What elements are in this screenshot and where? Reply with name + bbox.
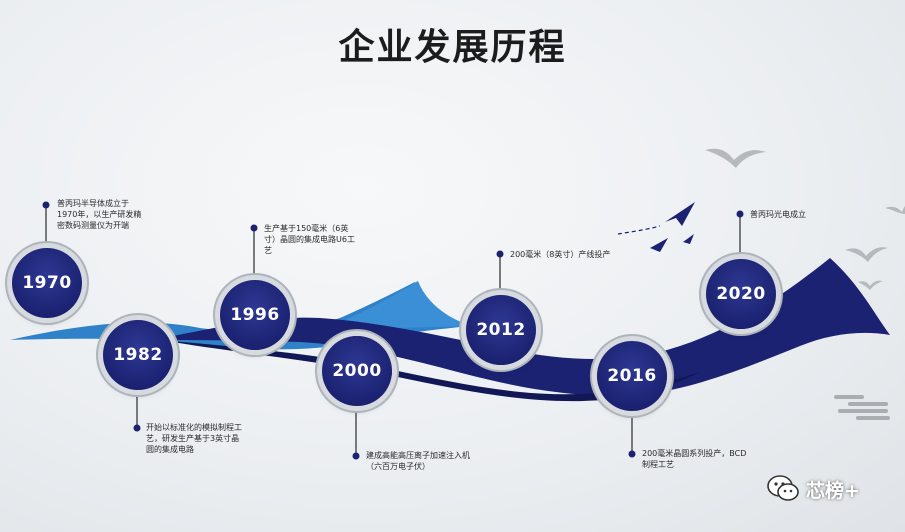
- stem-dot-2020: [736, 210, 744, 218]
- milestone-2000-text: 建成高能高压离子加速注入机（六百万电子伏）: [366, 451, 470, 471]
- brand-label: 芯榜+: [806, 479, 860, 502]
- stem-dot-1970: [42, 201, 50, 209]
- milestone-1970-text: 普丙玛半导体成立于1970年，以生产研发精密数码测量仪为开端: [57, 199, 142, 230]
- milestone-1996-year: 1996: [220, 280, 290, 350]
- milestone-2000-year: 2000: [322, 336, 392, 406]
- milestone-1970-year: 1970: [12, 248, 82, 318]
- cloud-icon: [834, 395, 890, 420]
- milestone-2012-text: 200毫米（8英寸）产线投产: [510, 250, 611, 259]
- stem-dot-1982: [133, 424, 141, 432]
- milestone-1982-text: 开始以标准化的模拟制程工艺，研发生产基于3英寸晶圆的集成电路: [146, 423, 242, 454]
- stem-dot-2012: [496, 250, 504, 258]
- milestone-2016-year: 2016: [597, 341, 667, 411]
- paper-plane-icons: [617, 202, 695, 252]
- page-title: 企业发展历程: [338, 27, 567, 68]
- wechat-icon: [767, 475, 799, 501]
- bird-icons: [705, 148, 905, 290]
- stem-dot-1996: [250, 224, 258, 232]
- stem-dot-2016: [628, 450, 636, 458]
- stem-dot-2000: [352, 452, 360, 460]
- milestone-1982-year: 1982: [103, 320, 173, 390]
- dark-ribbon-shade: [160, 340, 700, 402]
- milestone-2016-text: 200毫米晶圆系列投产，BCD制程工艺: [642, 449, 747, 469]
- milestone-2020-text: 普丙玛光电成立: [750, 210, 806, 219]
- light-blue-fin: [322, 281, 472, 330]
- milestone-2012-year: 2012: [466, 295, 536, 365]
- milestone-1996-text: 生产基于150毫米（6英寸）晶圆的集成电路U6工艺: [264, 224, 355, 255]
- milestone-2020-year: 2020: [706, 259, 776, 329]
- dark-ribbon: [150, 258, 890, 396]
- brand-watermark: 芯榜+: [766, 472, 860, 506]
